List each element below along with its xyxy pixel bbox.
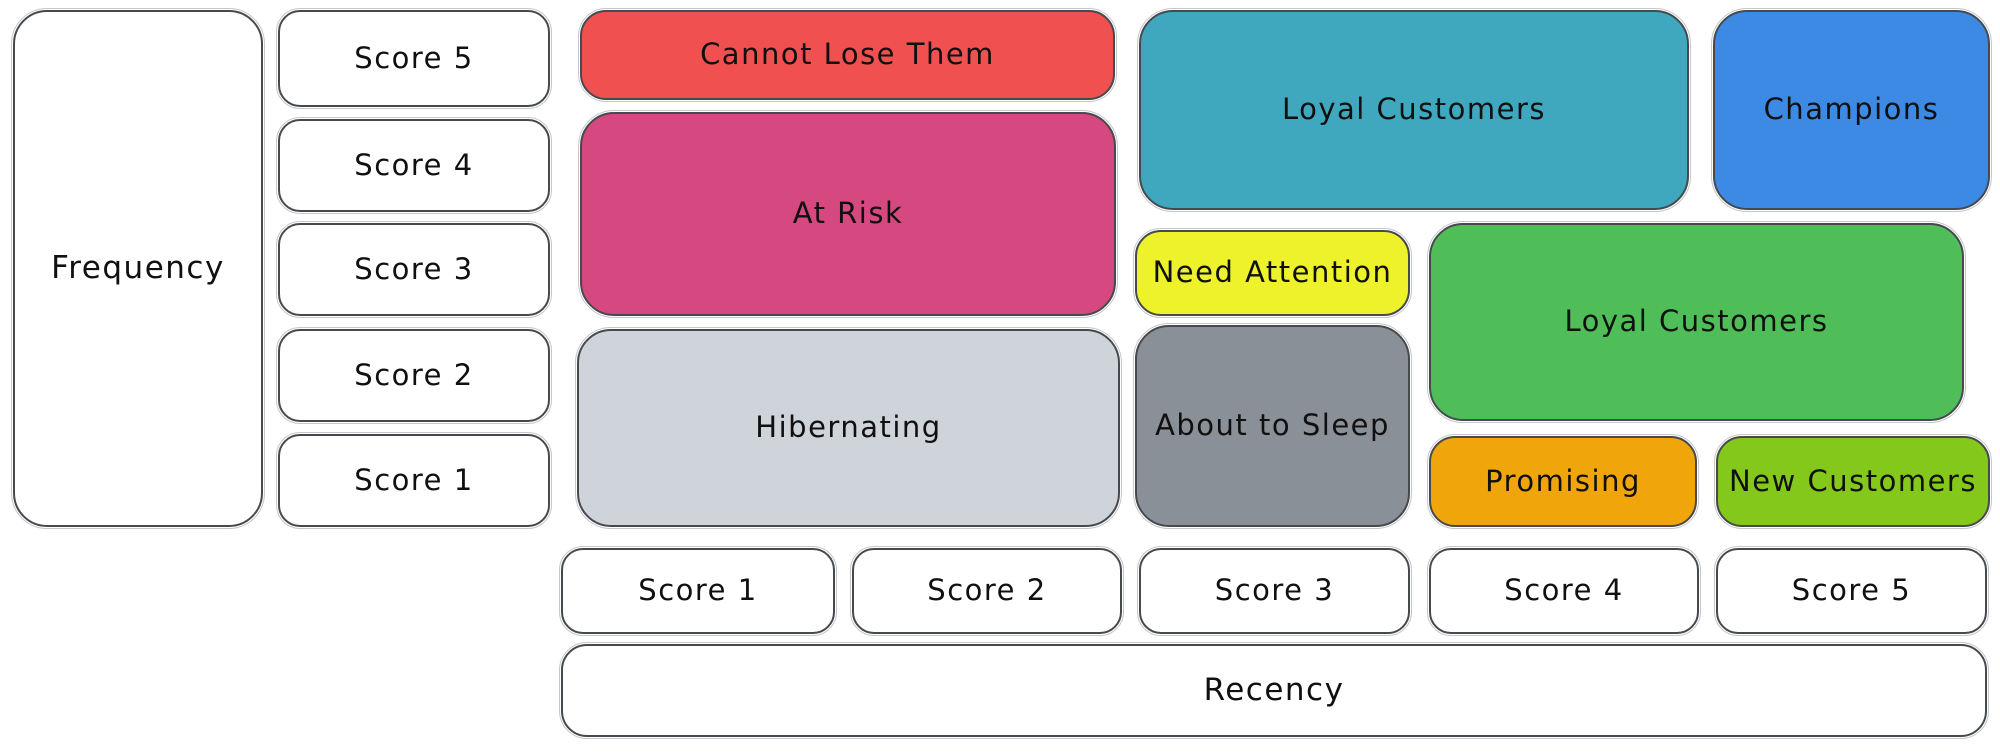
segment-about-to-sleep: About to Sleep xyxy=(1133,323,1412,529)
segment-loyal-customers-right: Loyal Customers xyxy=(1427,221,1966,423)
x-score-3: Score 3 xyxy=(1137,546,1412,636)
segment-champions: Champions xyxy=(1711,8,1992,212)
segment-loyal-customers-top: Loyal Customers xyxy=(1137,8,1691,212)
segment-need-attention: Need Attention xyxy=(1133,228,1412,318)
x-score-4: Score 4 xyxy=(1427,546,1701,636)
recency-axis: Recency xyxy=(559,642,1989,739)
segment-cannot-lose-them: Cannot Lose Them xyxy=(578,8,1117,102)
x-score-1: Score 1 xyxy=(559,546,837,636)
y-score-1: Score 1 xyxy=(276,432,552,529)
x-score-5: Score 5 xyxy=(1714,546,1989,636)
segment-promising: Promising xyxy=(1427,434,1699,529)
y-score-4: Score 4 xyxy=(276,117,552,214)
segment-at-risk: At Risk xyxy=(578,110,1118,318)
y-score-5: Score 5 xyxy=(276,8,552,109)
x-score-2: Score 2 xyxy=(850,546,1124,636)
y-score-2: Score 2 xyxy=(276,327,552,424)
y-score-3: Score 3 xyxy=(276,221,552,318)
segment-hibernating: Hibernating xyxy=(575,327,1122,529)
segment-new-customers: New Customers xyxy=(1714,434,1992,529)
frequency-axis: Frequency xyxy=(11,8,265,529)
